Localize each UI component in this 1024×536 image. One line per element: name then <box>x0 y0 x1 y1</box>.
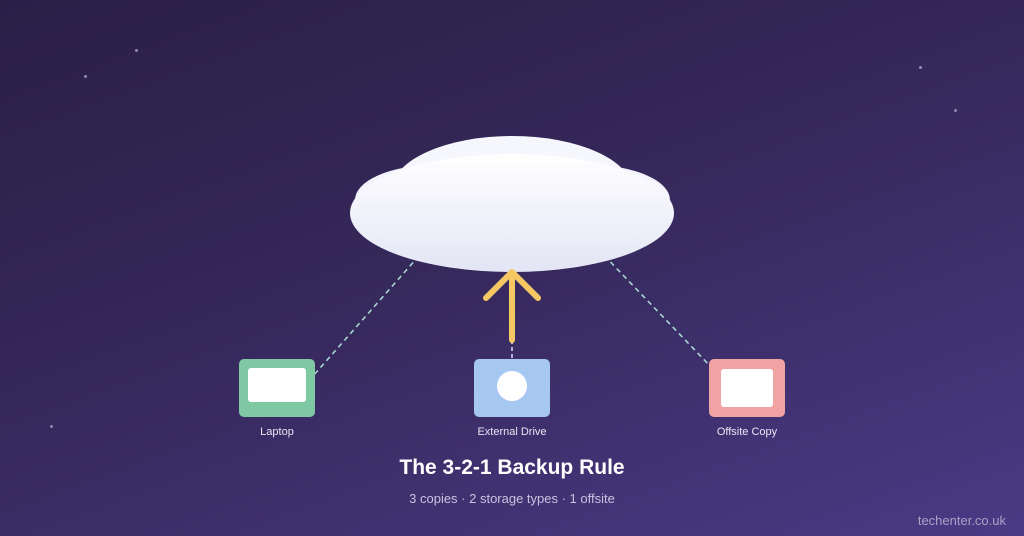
diagram-subtitle: 3 copies · 2 storage types · 1 offsite <box>409 491 615 506</box>
node-label-offsite-copy: Offsite Copy <box>716 426 778 438</box>
connector-laptop <box>312 248 426 377</box>
drive-icon <box>474 359 550 417</box>
drive-disk <box>497 371 527 401</box>
laptop-icon <box>239 359 315 417</box>
star-decoration <box>919 66 922 69</box>
node-label-external-drive: External Drive <box>477 426 547 438</box>
star-decoration <box>954 109 957 112</box>
cloud-icon <box>350 136 674 272</box>
connector-offsite <box>597 248 713 369</box>
offsite-icon <box>709 359 785 417</box>
star-decoration <box>84 75 87 78</box>
star-decoration <box>135 49 138 52</box>
star-decoration <box>50 425 53 428</box>
upload-arrow-icon <box>483 269 541 343</box>
node-label-laptop: Laptop <box>260 426 294 438</box>
laptop-screen <box>248 368 306 402</box>
site-watermark: techenter.co.uk <box>917 513 1006 528</box>
diagram-title: The 3-2-1 Backup Rule <box>399 456 625 479</box>
offsite-screen <box>721 369 773 407</box>
